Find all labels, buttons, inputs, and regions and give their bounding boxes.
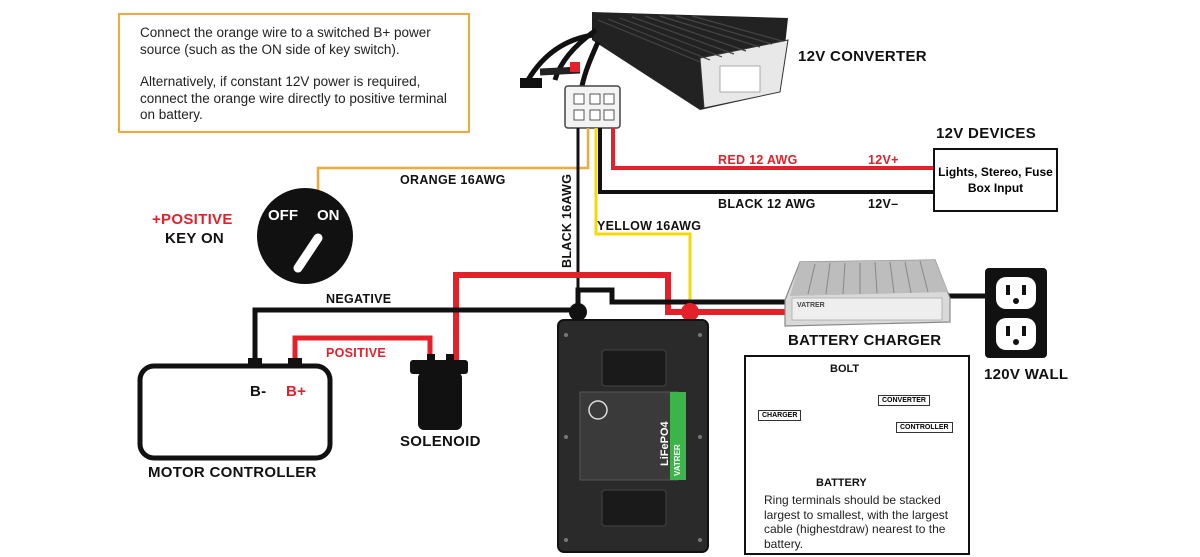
wire-black-12awg (598, 128, 935, 194)
black-16awg-label: BLACK 16AWG (560, 173, 574, 268)
bolt-converter-tag: CONVERTER (878, 395, 930, 406)
orange-wire-label: ORANGE 16AWG (400, 173, 506, 187)
battery-chemistry-label: LiFePO4 (659, 421, 671, 466)
yellow-wire-label: YELLOW 16AWG (597, 219, 702, 233)
bolt-controller-tag: CONTROLLER (896, 422, 953, 433)
bolt-charger-tag: CHARGER (758, 410, 802, 421)
negative-label: NEGATIVE (326, 292, 392, 306)
key-on-label: KEY ON (165, 230, 225, 247)
motor-controller-label: MOTOR CONTROLLER (148, 464, 317, 481)
wall-label: 120V WALL (984, 366, 1069, 383)
positive-terminal (681, 303, 699, 321)
charger-brand-label: VATRER (797, 302, 825, 309)
key-switch (257, 188, 353, 284)
red-wire-label: RED 12 AWG (718, 153, 798, 167)
wire-positive-main (292, 272, 800, 360)
solenoid-unit (410, 354, 468, 430)
battery-charger-label: BATTERY CHARGER (788, 332, 942, 349)
note-line-2: Alternatively, if constant 12V power is … (140, 74, 447, 122)
battery-brand-label: VATRER (673, 444, 682, 476)
v-plus-label: 12V+ (868, 153, 899, 167)
solenoid-label: SOLENOID (400, 433, 481, 450)
instructions-note: Connect the orange wire to a switched B+… (118, 13, 470, 133)
converter-unit (520, 12, 789, 129)
positive-key-label: +POSITIVE (152, 211, 233, 228)
wire-yellow-16awg (594, 128, 692, 312)
bolt-title: BOLT (830, 363, 860, 375)
bolt-info-box: BOLT CONVERTER CHARGER CONTROLLER BATTER… (744, 355, 970, 555)
battery-pack (557, 319, 709, 553)
v-minus-label: 12V– (868, 197, 899, 211)
positive-label: POSITIVE (326, 346, 387, 360)
devices-title: 12V DEVICES (936, 125, 1037, 142)
key-on-text: ON (317, 207, 340, 224)
wire-orange-16awg (316, 128, 590, 215)
wire-red-12awg (611, 128, 935, 170)
b-minus-label: B- (250, 383, 267, 400)
negative-terminal (569, 303, 587, 321)
devices-box: Lights, Stereo, Fuse Box Input (933, 148, 1058, 212)
battery-charger-unit (784, 259, 951, 327)
bolt-battery-label: BATTERY (816, 477, 867, 489)
note-line-1: Connect the orange wire to a switched B+… (140, 25, 431, 57)
b-plus-label: B+ (286, 383, 307, 400)
converter-label: 12V CONVERTER (798, 48, 927, 65)
black-wire-label: BLACK 12 AWG (718, 197, 816, 211)
wall-outlet (985, 268, 1047, 358)
motor-controller-box (137, 358, 333, 461)
key-off-text: OFF (268, 207, 298, 224)
bolt-note: Ring terminals should be stacked largest… (764, 493, 949, 551)
